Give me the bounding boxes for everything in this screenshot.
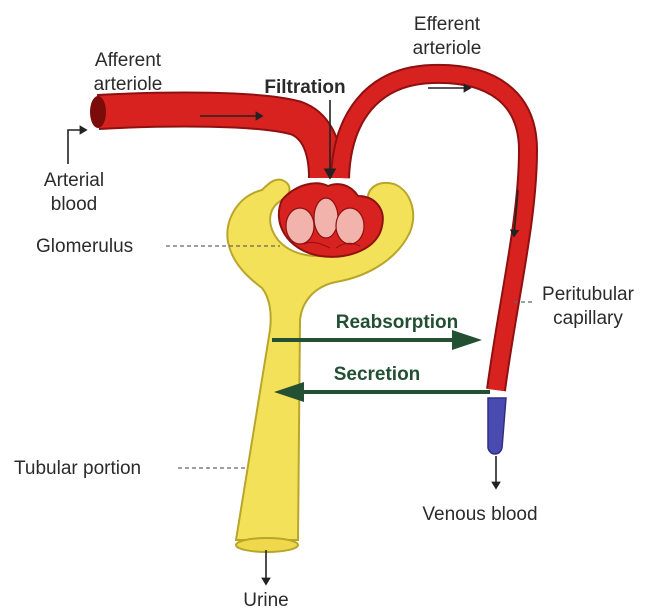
tubular-portion-label: Tubular portion	[14, 458, 141, 479]
urine-label: Urine	[243, 590, 288, 611]
venous-blood-label: Venous blood	[422, 504, 537, 525]
arterial-blood-pointer	[68, 130, 86, 164]
glomerulus-tuft	[279, 183, 383, 256]
afferent-arteriole	[90, 96, 326, 178]
glomerulus-label: Glomerulus	[36, 236, 133, 257]
arterial-blood-label-line1: Arterial	[44, 170, 104, 191]
secretion-arrow	[274, 382, 490, 402]
filtration-label: Filtration	[264, 77, 345, 98]
afferent-label-line2: arteriole	[94, 74, 163, 95]
efferent-label-line1: Efferent	[414, 14, 481, 35]
arterial-blood-label-line2: blood	[51, 194, 98, 215]
reabsorption-label: Reabsorption	[336, 312, 458, 333]
afferent-label-line1: Afferent	[95, 50, 162, 71]
peritubular-label-line2: capillary	[553, 308, 623, 329]
reabsorption-arrow	[272, 330, 482, 350]
peritubular-label-line1: Peritubular	[542, 284, 635, 305]
venous-capillary	[488, 398, 506, 454]
secretion-label: Secretion	[334, 364, 421, 385]
efferent-label-line2: arteriole	[413, 38, 482, 59]
tubule-opening	[236, 538, 298, 552]
